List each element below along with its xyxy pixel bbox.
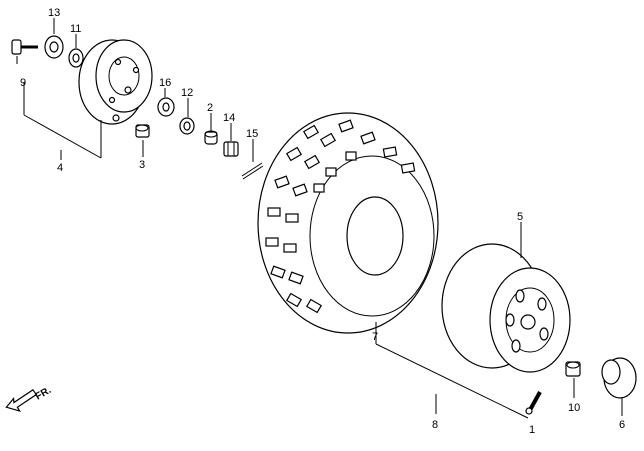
castle-nut-part (223, 141, 239, 157)
callout-16: 16 (159, 77, 171, 89)
callout-6: 6 (619, 419, 625, 431)
front-direction-indicator: FR. (5, 385, 54, 413)
tire-tread (265, 119, 416, 314)
callout-1: 1 (529, 424, 535, 436)
seal-part (44, 35, 64, 59)
collar-part (204, 130, 218, 145)
cap-part (601, 357, 637, 399)
callout-10: 10 (568, 402, 580, 414)
bolt-part (11, 39, 38, 55)
hub-part (78, 39, 153, 125)
rim-part (441, 243, 571, 373)
valve-stem-part (525, 391, 542, 415)
bearing-part (68, 48, 84, 68)
nut-part-3 (135, 124, 150, 138)
callout-9: 9 (20, 77, 26, 89)
bearing-16-part (157, 97, 175, 117)
callout-15: 15 (246, 128, 258, 140)
callout-12: 12 (181, 87, 193, 99)
nut-part-10 (565, 361, 581, 377)
callout-labels: 13 11 9 4 3 16 12 2 14 15 5 7 10 6 8 1 (20, 7, 625, 436)
callout-8: 8 (432, 419, 438, 431)
cotter-pin-part (241, 162, 264, 180)
front-direction-label: FR. (34, 385, 54, 403)
callout-14: 14 (223, 112, 235, 124)
washer-part (179, 117, 195, 135)
callout-4: 4 (57, 162, 63, 174)
callout-11: 11 (70, 23, 81, 35)
callout-2: 2 (207, 102, 213, 114)
leader-lines (16, 18, 623, 419)
callout-3: 3 (139, 159, 145, 171)
callout-5: 5 (517, 211, 523, 223)
callout-13: 13 (48, 7, 60, 19)
tire-part (257, 112, 439, 334)
callout-7: 7 (372, 331, 378, 343)
